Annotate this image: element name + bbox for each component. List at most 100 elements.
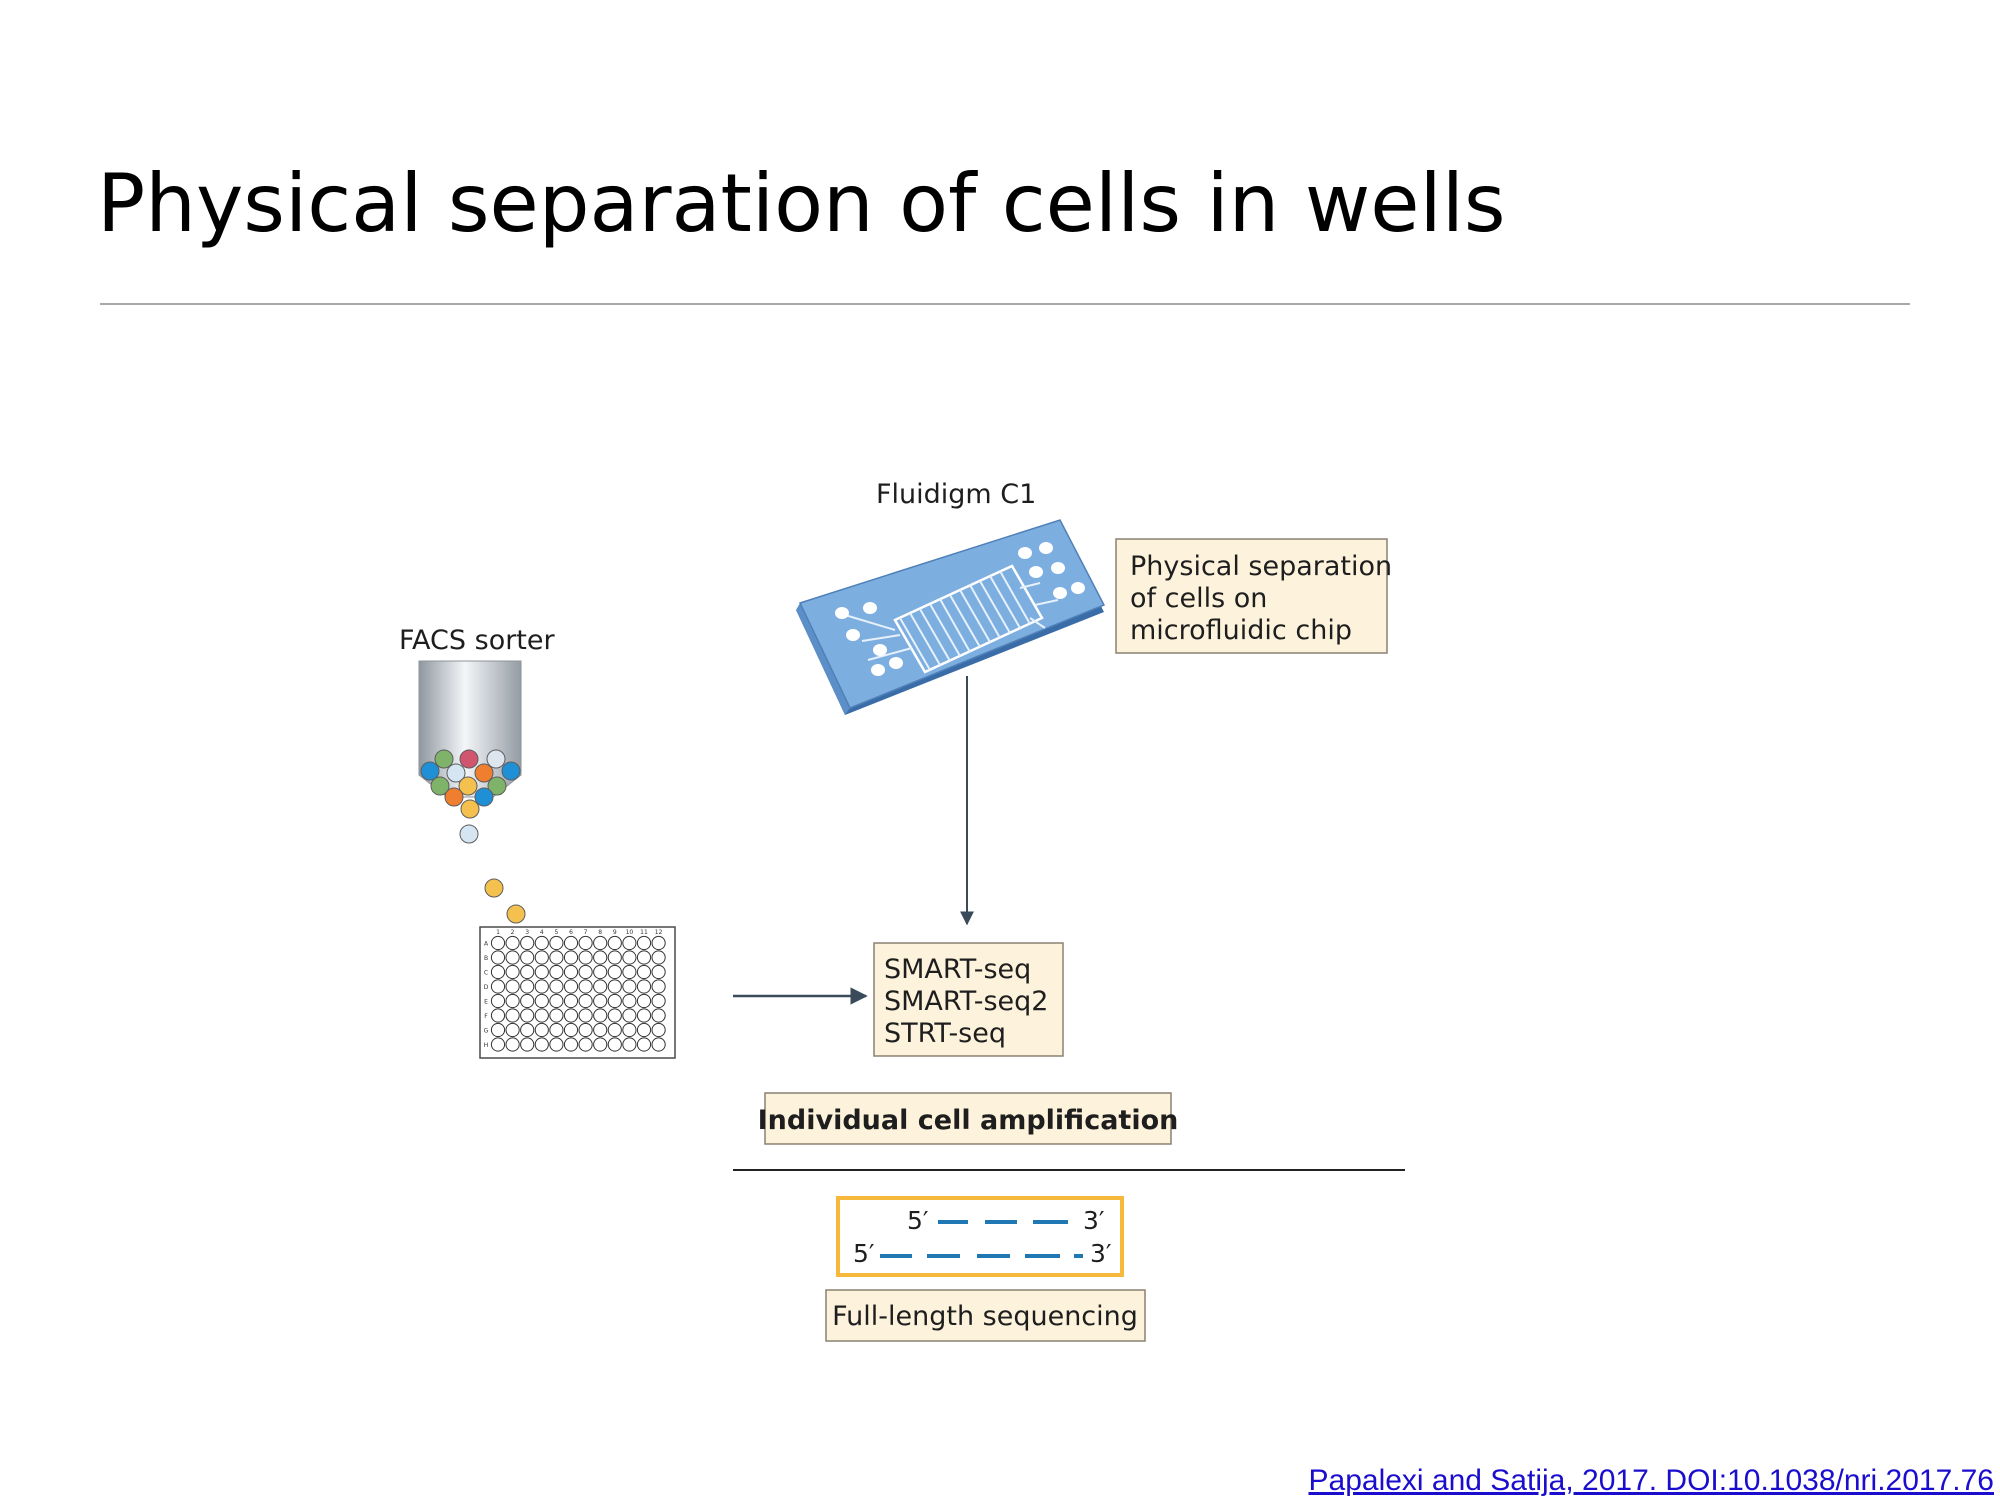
plate-well bbox=[593, 1022, 608, 1038]
facs-cells bbox=[420, 749, 526, 924]
methods-box: SMART-seq SMART-seq2 STRT-seq bbox=[873, 942, 1064, 1057]
plate-well bbox=[490, 950, 506, 965]
plate-well bbox=[578, 1037, 593, 1052]
plate-column-label: 9 bbox=[613, 929, 617, 936]
plate-column-label: 2 bbox=[511, 929, 515, 936]
sorted-cell bbox=[420, 761, 440, 781]
chip-ports bbox=[835, 542, 1085, 676]
chip-note-line: of cells on bbox=[1130, 583, 1267, 614]
full-length-sequencing-box: Full-length sequencing bbox=[825, 1289, 1146, 1342]
sorted-cell bbox=[486, 749, 506, 769]
plate-column-label: 4 bbox=[540, 929, 544, 936]
plate-well bbox=[505, 993, 520, 1009]
plate-well bbox=[549, 950, 564, 965]
sorted-cell bbox=[458, 776, 478, 796]
plate-well bbox=[563, 979, 579, 994]
plate-well bbox=[534, 950, 549, 965]
plate-well bbox=[563, 1008, 579, 1023]
plate-column-label: 8 bbox=[598, 929, 602, 936]
plate-column-label: 11 bbox=[640, 929, 648, 936]
plate-well bbox=[593, 935, 608, 951]
plate-well bbox=[651, 993, 666, 1009]
plate-row-label: D bbox=[484, 984, 489, 991]
sorted-cell bbox=[459, 824, 479, 844]
plate-well bbox=[505, 964, 520, 980]
plate-well bbox=[578, 1022, 593, 1038]
plate-well bbox=[505, 1022, 520, 1038]
plate-well bbox=[651, 1037, 666, 1052]
plate-well bbox=[490, 979, 506, 994]
plate-well bbox=[622, 1022, 637, 1038]
plate-well bbox=[563, 1022, 579, 1038]
plate-row-label: C bbox=[484, 970, 488, 977]
method-smart-seq: SMART-seq bbox=[884, 954, 1031, 985]
plate-well bbox=[607, 950, 622, 965]
chip-note-line: Physical separation bbox=[1130, 551, 1392, 582]
plate-well bbox=[578, 950, 593, 965]
plate-well bbox=[607, 1008, 622, 1023]
plate-column-label: 1 bbox=[496, 929, 500, 936]
plate-well bbox=[490, 1008, 506, 1023]
plate-well bbox=[520, 979, 535, 994]
slide-title: Physical separation of cells in wells bbox=[97, 157, 1506, 250]
full-length-sequencing-label: Full-length sequencing bbox=[832, 1301, 1138, 1332]
plate-well bbox=[636, 979, 652, 994]
sorted-cell bbox=[487, 776, 507, 796]
plate-well bbox=[622, 964, 637, 980]
plate-well bbox=[607, 1037, 622, 1052]
plate-well bbox=[622, 1008, 637, 1023]
plate-well bbox=[578, 935, 593, 951]
citation-link[interactable]: Papalexi and Satija, 2017. DOI:10.1038/n… bbox=[1308, 1464, 1995, 1497]
plate-well bbox=[549, 935, 564, 951]
read1-5prime: 5′ bbox=[907, 1206, 929, 1235]
plate-well bbox=[578, 964, 593, 980]
sorted-cell bbox=[459, 749, 479, 769]
plate-row-label: G bbox=[484, 1028, 489, 1035]
plate-well bbox=[651, 950, 666, 965]
plate-well bbox=[622, 935, 637, 951]
plate-column-label: 7 bbox=[584, 929, 588, 936]
plate-well bbox=[578, 979, 593, 994]
plate-well bbox=[549, 964, 564, 980]
fluidigm-c1-label: Fluidigm C1 bbox=[876, 479, 1036, 510]
sorted-cell bbox=[474, 787, 494, 807]
plate-well bbox=[593, 979, 608, 994]
plate-row-label: E bbox=[484, 999, 488, 1006]
chip-note-box: Physical separation of cells on microflu… bbox=[1115, 538, 1392, 654]
plate-well bbox=[520, 1008, 535, 1023]
plate-row-label: A bbox=[484, 941, 489, 948]
plate-well bbox=[593, 993, 608, 1009]
plate-well bbox=[520, 1037, 535, 1052]
plate-well bbox=[636, 1022, 652, 1038]
sorted-cell bbox=[460, 799, 480, 819]
plate-well bbox=[563, 964, 579, 980]
plate-well bbox=[549, 993, 564, 1009]
plate-well bbox=[563, 935, 579, 951]
plate-well bbox=[534, 964, 549, 980]
plate-wells bbox=[490, 935, 666, 1052]
read2-3prime: 3′ bbox=[1090, 1239, 1112, 1268]
sorted-cell bbox=[484, 878, 504, 898]
plate-column-label: 12 bbox=[655, 929, 663, 936]
sorted-cell bbox=[430, 776, 450, 796]
plate-well bbox=[622, 993, 637, 1009]
plate-well bbox=[578, 993, 593, 1009]
plate-well bbox=[520, 993, 535, 1009]
plate-well bbox=[490, 1022, 506, 1038]
plate-well bbox=[549, 1022, 564, 1038]
plate-well bbox=[593, 1037, 608, 1052]
plate-column-label: 5 bbox=[554, 929, 558, 936]
sorted-cell bbox=[501, 761, 521, 781]
plate-well bbox=[651, 964, 666, 980]
plate-well bbox=[651, 1022, 666, 1038]
plate-well bbox=[636, 993, 652, 1009]
sorted-cell bbox=[446, 763, 466, 783]
plate-well bbox=[520, 935, 535, 951]
plate-well bbox=[607, 1022, 622, 1038]
plate-well bbox=[563, 1037, 579, 1052]
plate-well bbox=[490, 935, 506, 951]
plate-well bbox=[607, 979, 622, 994]
